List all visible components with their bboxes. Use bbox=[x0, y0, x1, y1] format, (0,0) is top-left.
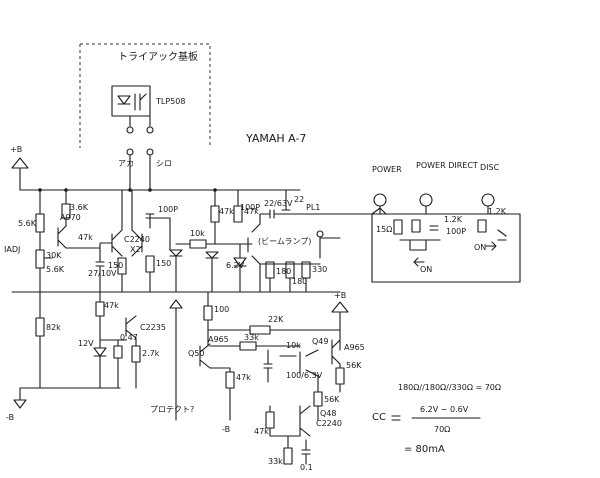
rail-pos-b-label: +B bbox=[334, 291, 346, 300]
formula-line1: 180Ω//180Ω//330Ω = 70Ω bbox=[398, 383, 501, 392]
negative-line: プロテクト? bbox=[11, 291, 341, 421]
r-33k-label: 33k bbox=[244, 333, 259, 342]
r-2-7k-label: 2.7k bbox=[142, 349, 160, 358]
q-c2240-b-label: C2240 bbox=[316, 419, 342, 428]
r-15-label: 15Ω bbox=[376, 225, 392, 234]
r-47k-c-label: 47k bbox=[244, 207, 259, 216]
lamp-note-label: (ビームランプ) bbox=[258, 237, 311, 246]
q-c2235-label: C2235 bbox=[140, 323, 166, 332]
formula-cc: CC bbox=[372, 412, 386, 423]
r-56k-b-label: 56K bbox=[324, 395, 340, 404]
r-100-label: 100 bbox=[214, 305, 229, 314]
c-100p-label: 100P bbox=[158, 205, 178, 214]
optocoupler-label: TLP508 bbox=[155, 97, 185, 106]
r-5-6k-label: 5.6K bbox=[18, 219, 37, 228]
positive-rail: +B bbox=[10, 145, 301, 192]
switch-panel: POWER POWER DIRECT DISC 15Ω 1.2K 100P 1.… bbox=[371, 161, 521, 283]
switch-disc-label: DISC bbox=[480, 163, 500, 172]
lamp-ref-label: PL1 bbox=[306, 203, 320, 212]
formula-result: = 80mA bbox=[404, 444, 445, 455]
r-47k-b-label: 47k bbox=[219, 207, 234, 216]
zener-12-label: 12V bbox=[78, 339, 94, 348]
switch-power-label: POWER bbox=[372, 165, 402, 174]
optocoupler-body bbox=[111, 85, 151, 117]
bias-section: 5.6K 3.6K A970 47k 30K IADJ 5.6K 27/10V bbox=[4, 189, 117, 293]
schematic-title: YAMAH A-7 bbox=[245, 132, 306, 145]
q-a965a-label: A965 bbox=[208, 335, 229, 344]
formula-numerator: 6.2V − 0.6V bbox=[420, 405, 469, 414]
q-c2240-label: C2240 bbox=[124, 235, 150, 244]
cap-100p-b-label: 100P bbox=[240, 203, 260, 212]
q50-label: Q50 bbox=[188, 349, 204, 358]
r-330-label: 330 bbox=[312, 265, 327, 274]
r-47k-a-label: 47k bbox=[78, 233, 93, 242]
neg-b2-label: -B bbox=[222, 425, 230, 434]
r-180b-label: 180 bbox=[292, 277, 307, 286]
r-1-2k-label: 1.2K bbox=[444, 215, 463, 224]
r-82k-label: 82k bbox=[46, 323, 61, 332]
r-47k-f-label: 47k bbox=[254, 427, 269, 436]
n22-label: 22 bbox=[294, 195, 304, 204]
r-56k-label: 56K bbox=[346, 361, 362, 370]
q48-label: Q48 bbox=[320, 409, 336, 418]
r-47k-d-label: 47k bbox=[104, 301, 119, 310]
r-0-47-label: 0.47 bbox=[120, 333, 138, 342]
r-10k-b-label: 10k bbox=[286, 341, 301, 350]
r-150b-label: 150 bbox=[156, 259, 171, 268]
r-3-6k-label: 3.6K bbox=[70, 203, 89, 212]
protect-label: プロテクト? bbox=[150, 405, 194, 414]
rail-pos-label: +B bbox=[10, 145, 22, 154]
formula: 180Ω//180Ω//330Ω = 70Ω CC 6.2V − 0.6V 70… bbox=[372, 383, 501, 455]
q-a970-label: A970 bbox=[60, 213, 81, 222]
r-180-label: 180 bbox=[276, 267, 291, 276]
cap-22-63-label: 22/63V bbox=[264, 199, 293, 208]
rail-neg-label: -B bbox=[6, 413, 14, 422]
r-10k-label: 10k bbox=[190, 229, 205, 238]
terminal-white-label: シロ bbox=[156, 159, 172, 168]
iadj-label: IADJ bbox=[4, 245, 20, 254]
r-33k-b-label: 33k bbox=[268, 457, 283, 466]
r-22k-label: 22K bbox=[268, 315, 284, 324]
triac-board-label: トライアック基板 bbox=[118, 50, 198, 63]
formula-denominator: 70Ω bbox=[434, 425, 450, 434]
cap-100-63-label: 100/6.3V bbox=[286, 371, 323, 380]
q-a965b-label: A965 bbox=[344, 343, 365, 352]
r-30k-label: 30K bbox=[46, 251, 62, 260]
lower-left-section: 82k -B 47k C2235 12V 0.47 2.7k bbox=[6, 291, 166, 422]
cap-01-label: 0.1 bbox=[300, 463, 313, 472]
r-1-2k-b-label: 1.2K bbox=[488, 207, 507, 216]
triac-board: トライアック基板 TLP508 アカ シロ bbox=[79, 43, 211, 168]
terminal-red-label: アカ bbox=[118, 159, 134, 168]
switch-power-direct-label: POWER DIRECT bbox=[416, 161, 478, 170]
r-47k-e-label: 47k bbox=[236, 373, 251, 382]
n-q49-label: Q49 bbox=[312, 337, 328, 346]
q-x2-label: X2 bbox=[130, 245, 141, 254]
feedback-network: 47k 10k 6.2V (ビームランプ) 100P 22/63V 22 47k… bbox=[175, 189, 381, 293]
on2-label: ON bbox=[474, 243, 486, 252]
cap-27-label: 27/10V bbox=[88, 269, 117, 278]
cap-100-disc-label: 100P bbox=[446, 227, 466, 236]
r-5-6k-b-label: 5.6K bbox=[46, 265, 65, 274]
driver-stage: C2240 X2 150 150 100P bbox=[99, 189, 183, 293]
zener-6-2-label: 6.2V bbox=[226, 261, 245, 270]
r-150a-label: 150 bbox=[108, 261, 123, 270]
protection-section: 100 22K +B A965 Q50 33k 47k -B 10k Q49 1… bbox=[188, 291, 365, 472]
on-label: ON bbox=[420, 265, 432, 274]
